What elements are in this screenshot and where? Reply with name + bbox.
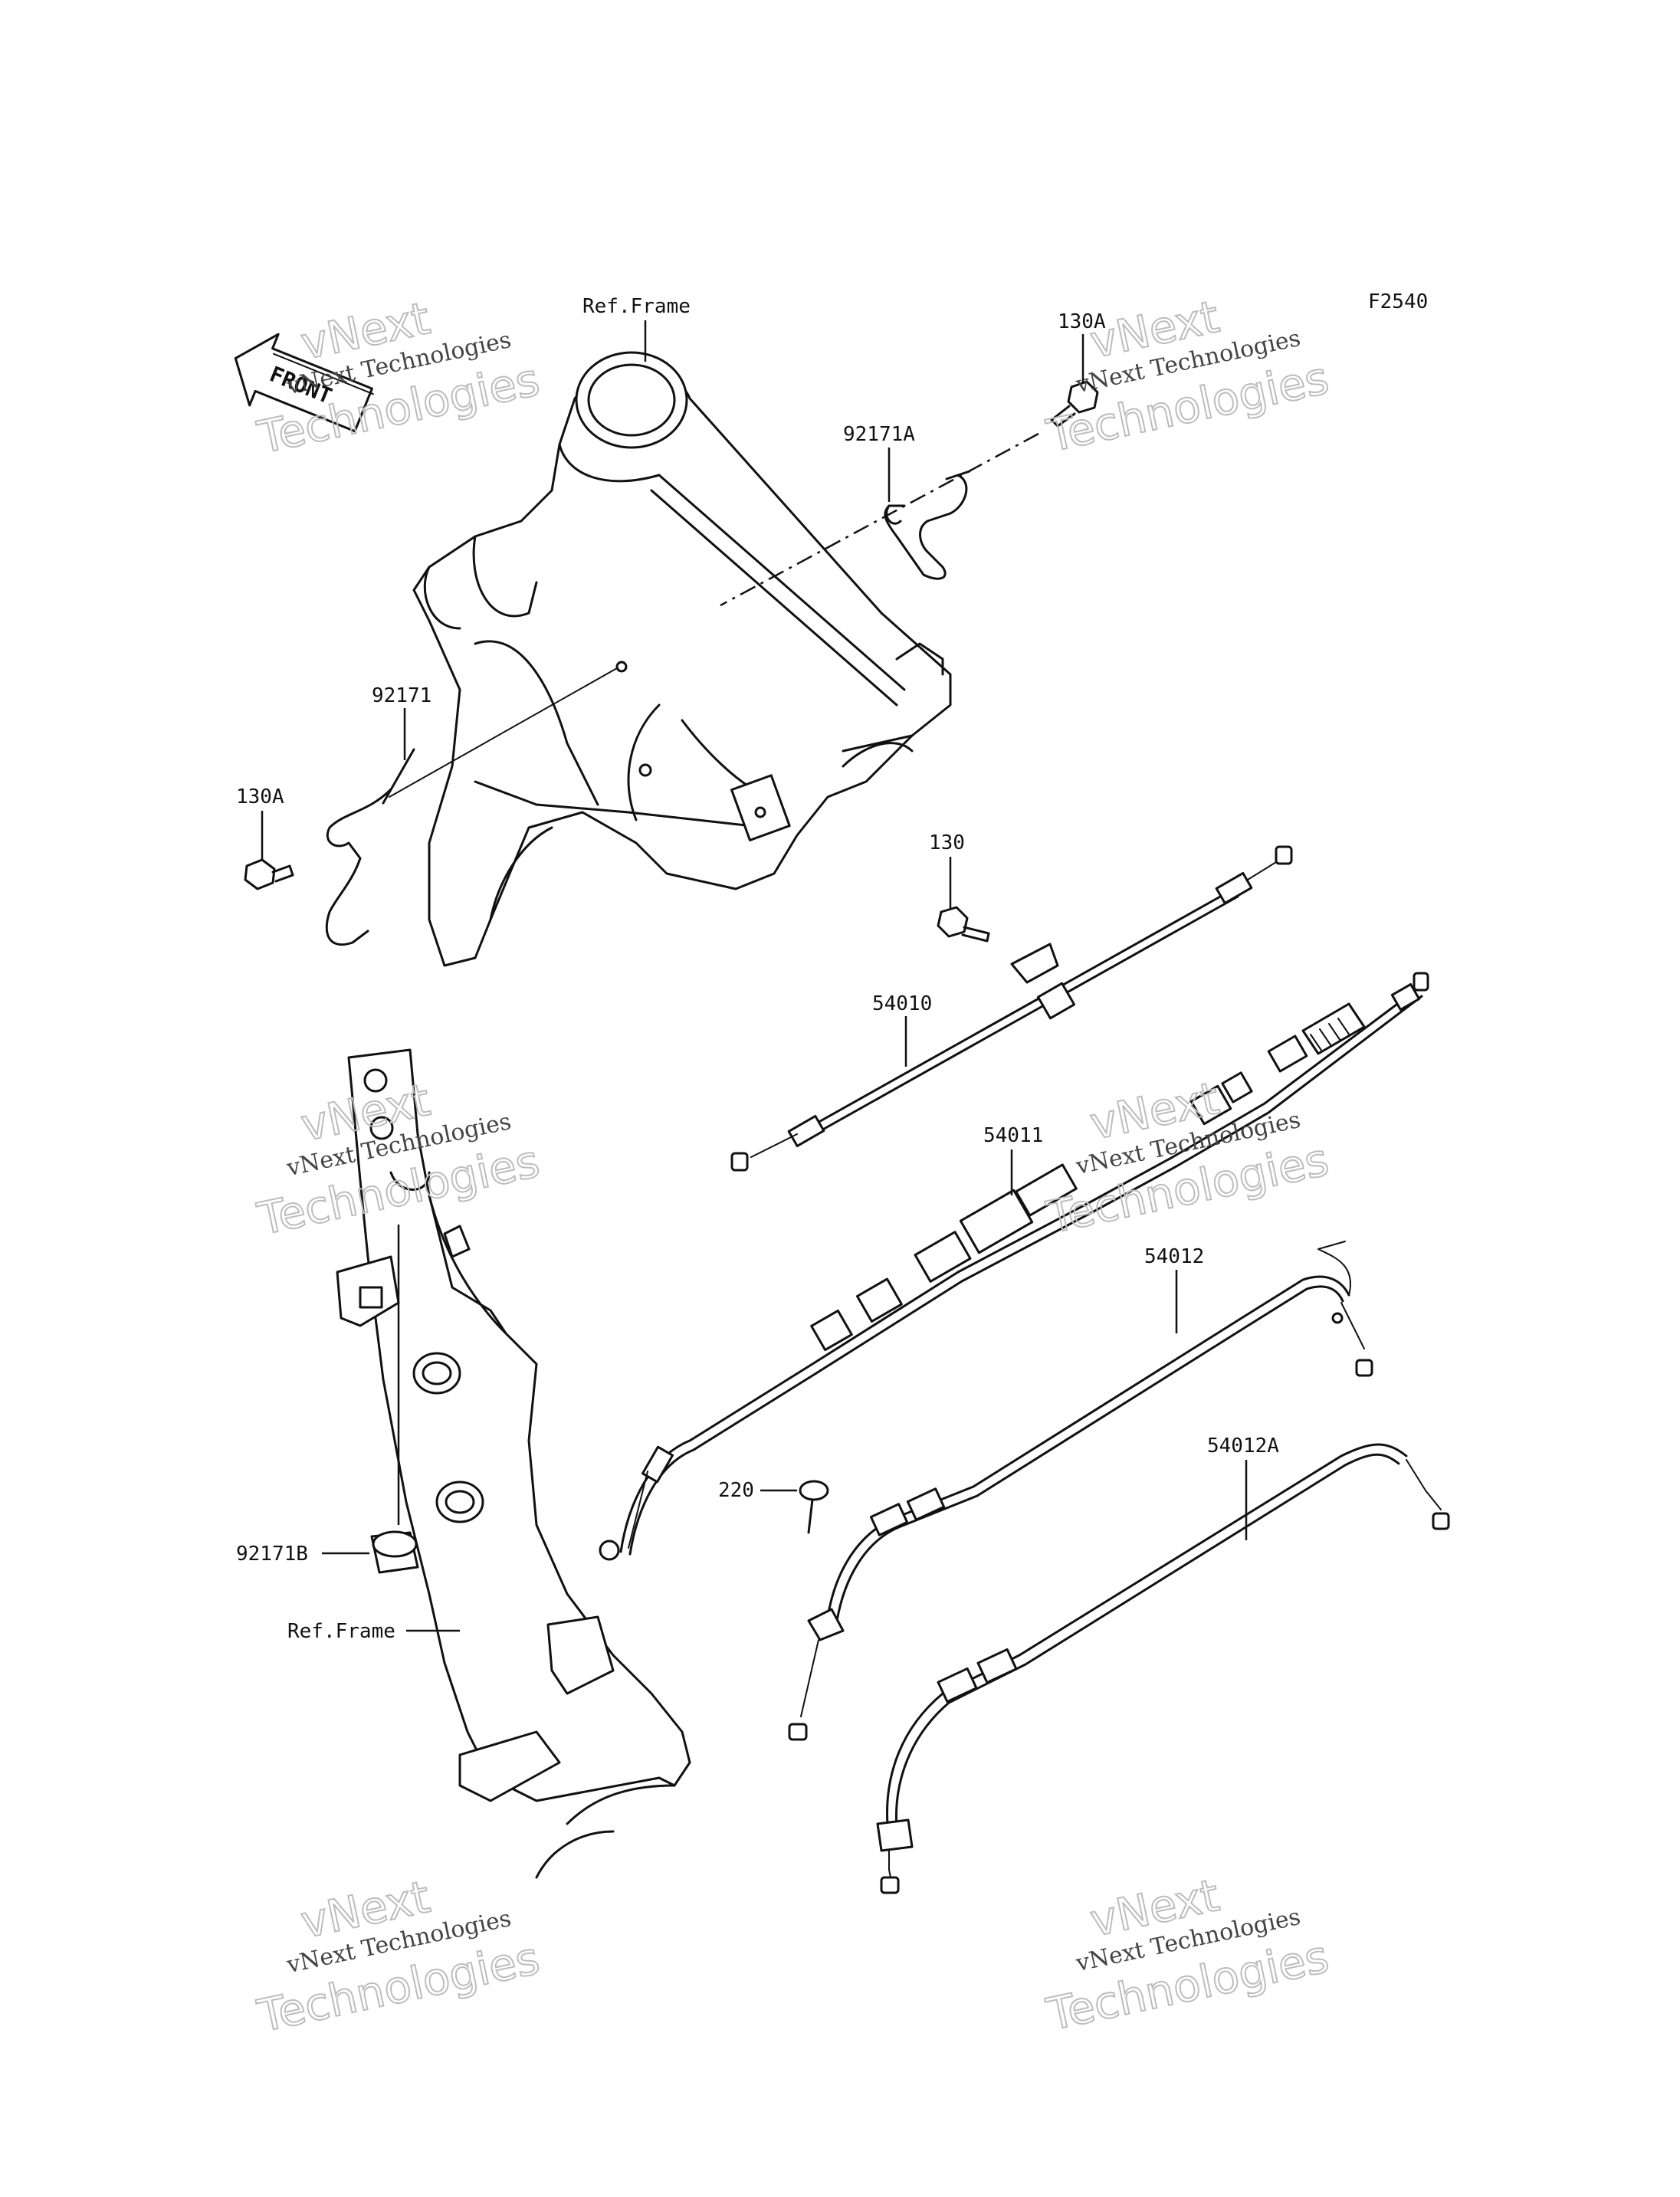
label-130a-top: 130A	[1058, 310, 1106, 333]
label-130a-left: 130A	[236, 785, 284, 808]
watermark-bottom-right: vNext vNext Technologies Technologies	[1042, 1868, 1334, 2041]
clamp-92171-icon	[325, 748, 415, 946]
watermark-mid-right: vNext vNext Technologies Technologies	[1042, 1071, 1334, 1244]
clamp-92171b-icon	[370, 1530, 419, 1574]
label-92171a: 92171A	[843, 423, 915, 446]
label-54011: 54011	[983, 1124, 1043, 1147]
label-92171b: 92171B	[236, 1543, 308, 1566]
watermark-top-left: vNext vNext Technologies Technologies	[252, 291, 545, 464]
watermark-top-right: vNext vNext Technologies Technologies	[1042, 290, 1334, 463]
screw-220-icon	[799, 1480, 829, 1534]
diagram-code: F2540	[1368, 290, 1428, 313]
frame-lower-drawing	[336, 1048, 691, 1879]
label-54010: 54010	[872, 992, 932, 1015]
cable-54012a-drawing	[876, 1443, 1450, 1894]
bracket-54010-icon	[1010, 943, 1059, 984]
cable-54012-drawing	[788, 1241, 1373, 1741]
cable-54011-drawing	[599, 972, 1429, 1561]
watermark-mid-left: vNext vNext Technologies Technologies	[252, 1073, 545, 1246]
label-ref-frame-top: Ref.Frame	[582, 295, 691, 318]
bolt-130a-left-icon	[244, 858, 294, 890]
clamp-92171a-icon	[884, 470, 971, 580]
label-54012: 54012	[1144, 1245, 1204, 1268]
label-130: 130	[929, 831, 965, 854]
front-arrow-icon: FRONT	[234, 333, 374, 433]
label-ref-frame-bottom: Ref.Frame	[287, 1620, 395, 1643]
bolt-130-icon	[937, 906, 990, 943]
label-220: 220	[718, 1479, 754, 1502]
label-54012a: 54012A	[1207, 1435, 1279, 1458]
frame-upper-drawing	[412, 351, 952, 967]
bolt-130a-top-icon	[1050, 380, 1099, 428]
watermark-bottom-left: vNext vNext Technologies Technologies	[252, 1870, 545, 2043]
cable-54010-drawing	[730, 845, 1293, 1172]
label-92171: 92171	[372, 684, 431, 707]
